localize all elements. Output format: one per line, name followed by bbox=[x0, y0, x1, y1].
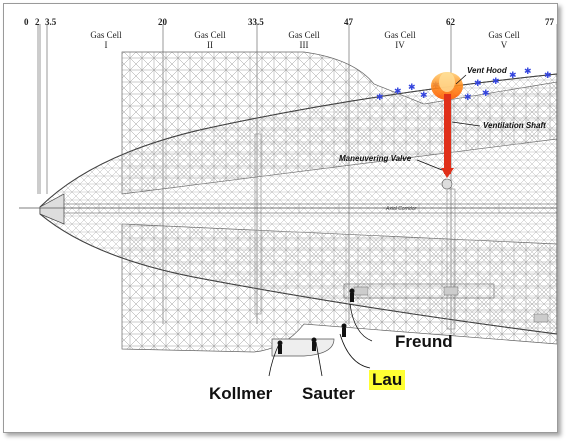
frame-tick-77: 77 bbox=[545, 17, 554, 27]
maneuvering-valve-label: Maneuvering Valve bbox=[339, 154, 412, 163]
frame-tick-0: 0 bbox=[24, 17, 29, 27]
crew-label-kollmer: Kollmer bbox=[209, 384, 273, 403]
svg-text:✱: ✱ bbox=[376, 93, 384, 103]
frame-tick-33-5: 33.5 bbox=[248, 17, 264, 27]
vent-hood-fire bbox=[431, 72, 463, 100]
svg-text:✱: ✱ bbox=[474, 79, 482, 89]
svg-text:✱: ✱ bbox=[544, 71, 552, 81]
frame-tick-20: 20 bbox=[158, 17, 167, 27]
crew-label-lau: Lau bbox=[369, 370, 406, 390]
frame-tick-2: 2 bbox=[35, 17, 40, 27]
svg-text:✱: ✱ bbox=[509, 71, 517, 81]
svg-text:✱: ✱ bbox=[482, 89, 490, 99]
ventilation-shaft-label: Ventilation Shaft bbox=[483, 121, 546, 130]
crew-figures bbox=[277, 288, 355, 354]
airship-structure-drawing: ✱✱✱ ✱✱✱ ✱✱✱ ✱✱✱ bbox=[19, 24, 557, 377]
vent-hood-label: Vent Hood bbox=[467, 66, 507, 75]
ventilation-shaft-fire bbox=[444, 94, 451, 174]
svg-text:✱: ✱ bbox=[464, 93, 472, 103]
diagram-frame: ✱✱✱ ✱✱✱ ✱✱✱ ✱✱✱ bbox=[3, 3, 558, 433]
crew-label-sauter: Sauter bbox=[302, 384, 355, 403]
svg-text:✱: ✱ bbox=[408, 83, 416, 93]
svg-text:✱: ✱ bbox=[394, 87, 402, 97]
frame-tick-47: 47 bbox=[344, 17, 353, 27]
frame-tick-62: 62 bbox=[446, 17, 455, 27]
crew-label-freund: Freund bbox=[395, 332, 453, 351]
svg-text:✱: ✱ bbox=[492, 77, 500, 87]
svg-text:✱: ✱ bbox=[420, 91, 428, 101]
frame-tick-3-5: 3.5 bbox=[45, 17, 57, 27]
axial-corridor-label: Axial Corridor bbox=[386, 206, 417, 212]
svg-text:✱: ✱ bbox=[524, 67, 532, 77]
